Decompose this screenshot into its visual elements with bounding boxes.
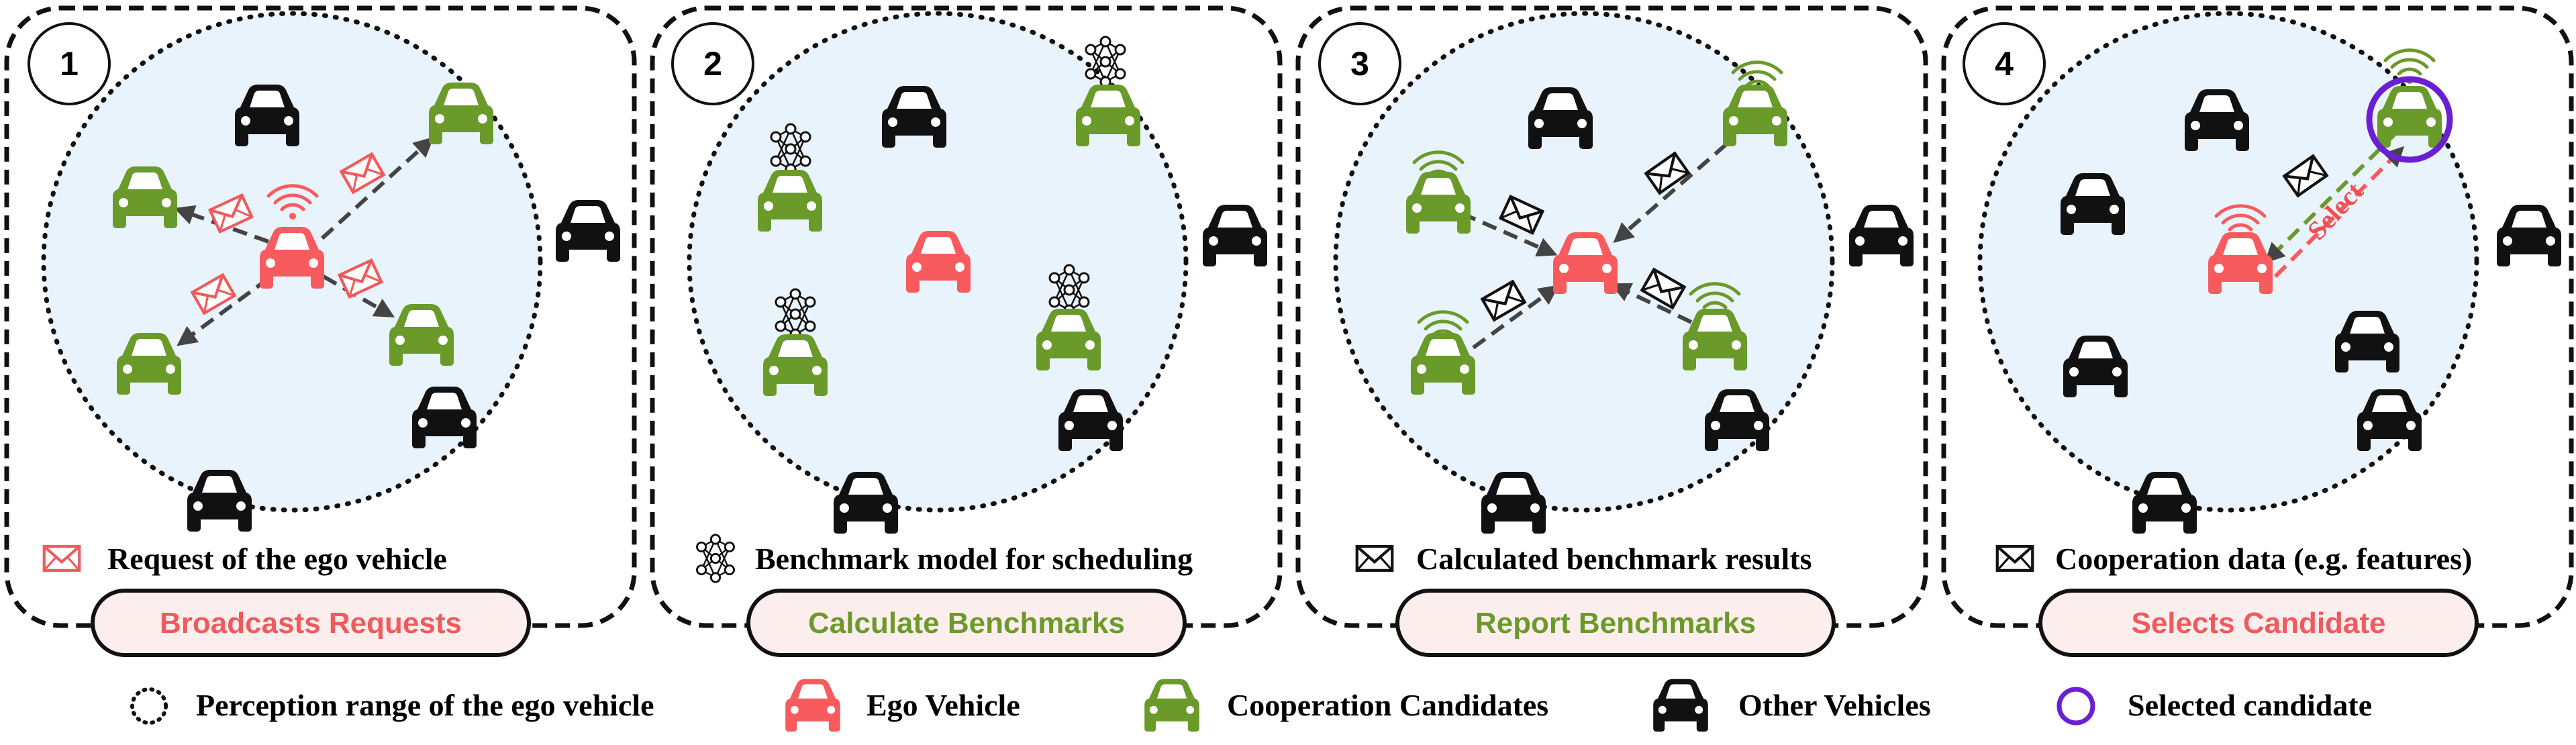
- wifi-icon: [1689, 282, 1741, 317]
- ego-car-icon: [260, 227, 324, 289]
- envelope-icon: [1640, 267, 1687, 310]
- other-car-icon: [834, 472, 898, 534]
- step-title: Report Benchmarks: [1475, 607, 1756, 640]
- envelope-icon: [1355, 545, 1394, 572]
- panel-caption: Cooperation data (e.g. features): [2055, 542, 2472, 576]
- step-number-badge: [1963, 22, 2046, 105]
- other-car-icon: [1849, 205, 1914, 266]
- legend-label: Other Vehicles: [1738, 688, 1931, 722]
- other-car-icon: [2357, 389, 2422, 451]
- other-car-icon: [2497, 205, 2561, 266]
- step-title: Broadcasts Requests: [160, 607, 462, 640]
- other-car-icon: [556, 200, 620, 262]
- step-title-pill: [1395, 589, 1836, 657]
- panel-3-border: [1295, 5, 1928, 628]
- selection-ring-icon: [2366, 76, 2453, 163]
- ego-car-icon: [2208, 232, 2273, 294]
- other-car-icon: [2335, 311, 2399, 372]
- step-title-pill: [91, 589, 531, 657]
- ego-car-icon: [1553, 232, 1618, 294]
- step-number: 4: [1995, 45, 2014, 83]
- other-car-icon: [412, 387, 477, 448]
- step-number: 1: [60, 45, 79, 83]
- panel-4-border: [1941, 5, 2574, 628]
- envelope-icon: [190, 272, 237, 315]
- envelope-icon: [42, 545, 81, 572]
- candidate-car-icon: [117, 333, 181, 395]
- candidate-car-icon: [429, 83, 493, 144]
- cooperation-link: [2264, 131, 2405, 279]
- neural-network-icon: [696, 534, 735, 583]
- envelope-icon: [1644, 151, 1691, 195]
- other-car-icon: [1058, 389, 1123, 451]
- step-title-pill: [2038, 589, 2479, 657]
- candidate-car-icon: [1723, 85, 1787, 146]
- candidate-car-icon: [389, 304, 454, 366]
- step-title-pill: [746, 589, 1187, 657]
- envelope-icon: [1498, 194, 1545, 236]
- neural-network-icon: [775, 288, 816, 340]
- selection-ring-icon: [2057, 687, 2095, 726]
- neural-network-icon: [1085, 36, 1126, 88]
- envelope-icon: [1995, 545, 2034, 572]
- candidate-car-icon: [1144, 679, 1199, 732]
- other-car-icon: [1481, 472, 1546, 534]
- candidate-car-icon: [1036, 309, 1101, 370]
- other-car-icon: [2132, 472, 2197, 534]
- panel-2-border: [650, 5, 1283, 628]
- step-number: 2: [703, 45, 722, 83]
- step-title: Selects Candidate: [2131, 607, 2385, 640]
- panel-3: 3 Calculated benchmark results Report Be…: [1295, 5, 1928, 657]
- legend: Perception range of the ego vehicle Ego …: [130, 679, 2372, 732]
- dotted-circle-icon: [130, 687, 168, 725]
- ego-car-icon: [785, 679, 840, 732]
- other-car-icon: [1653, 679, 1708, 732]
- candidate-car-icon: [113, 166, 177, 228]
- report-arrows: [1460, 142, 1728, 350]
- envelope-icon: [2282, 154, 2329, 198]
- step-number-badge: [1318, 22, 1401, 105]
- other-car-icon: [1528, 87, 1593, 149]
- other-car-icon: [882, 86, 946, 148]
- envelope-icon: [1480, 279, 1527, 322]
- other-car-icon: [1203, 205, 1267, 266]
- candidate-car-icon: [1411, 333, 1475, 395]
- legend-label: Selected candidate: [2128, 688, 2372, 722]
- envelope-icon: [337, 258, 384, 299]
- other-car-icon: [2185, 89, 2249, 151]
- envelope-icon: [207, 193, 254, 234]
- candidate-car-icon: [1683, 309, 1747, 370]
- ego-car-icon: [906, 231, 971, 293]
- legend-label: Ego Vehicle: [866, 688, 1020, 722]
- other-car-icon: [187, 470, 252, 532]
- candidate-car-icon: [763, 334, 828, 396]
- panel-caption: Request of the ego vehicle: [107, 542, 447, 576]
- candidate-car-icon: [1076, 85, 1140, 146]
- panel-1-border: [4, 5, 637, 628]
- step-number: 3: [1350, 45, 1369, 83]
- other-car-icon: [2063, 336, 2128, 397]
- panel-1: 1 Request of the ego vehicle Broadcas: [4, 5, 637, 657]
- other-car-icon: [2061, 173, 2125, 235]
- envelope-icon: [339, 152, 386, 195]
- wifi-icon: [266, 184, 319, 219]
- legend-label: Perception range of the ego vehicle: [196, 688, 654, 722]
- step-number-badge: [28, 22, 111, 105]
- step-number-badge: [671, 22, 754, 105]
- candidate-car-icon: [758, 170, 822, 232]
- legend-label: Cooperation Candidates: [1227, 688, 1548, 722]
- other-car-icon: [1705, 389, 1769, 451]
- panel-2: 2 Benchmark model for scheduling Calcula…: [650, 5, 1283, 657]
- step-title: Calculate Benchmarks: [808, 607, 1125, 640]
- panel-caption: Benchmark model for scheduling: [755, 542, 1193, 576]
- wifi-icon: [2383, 48, 2436, 84]
- panel-caption: Calculated benchmark results: [1416, 542, 1812, 576]
- other-car-icon: [235, 85, 299, 146]
- candidate-car-icon: [1406, 172, 1471, 234]
- panel-4: 4 Select Cooperation data (e.g. features…: [1941, 5, 2574, 657]
